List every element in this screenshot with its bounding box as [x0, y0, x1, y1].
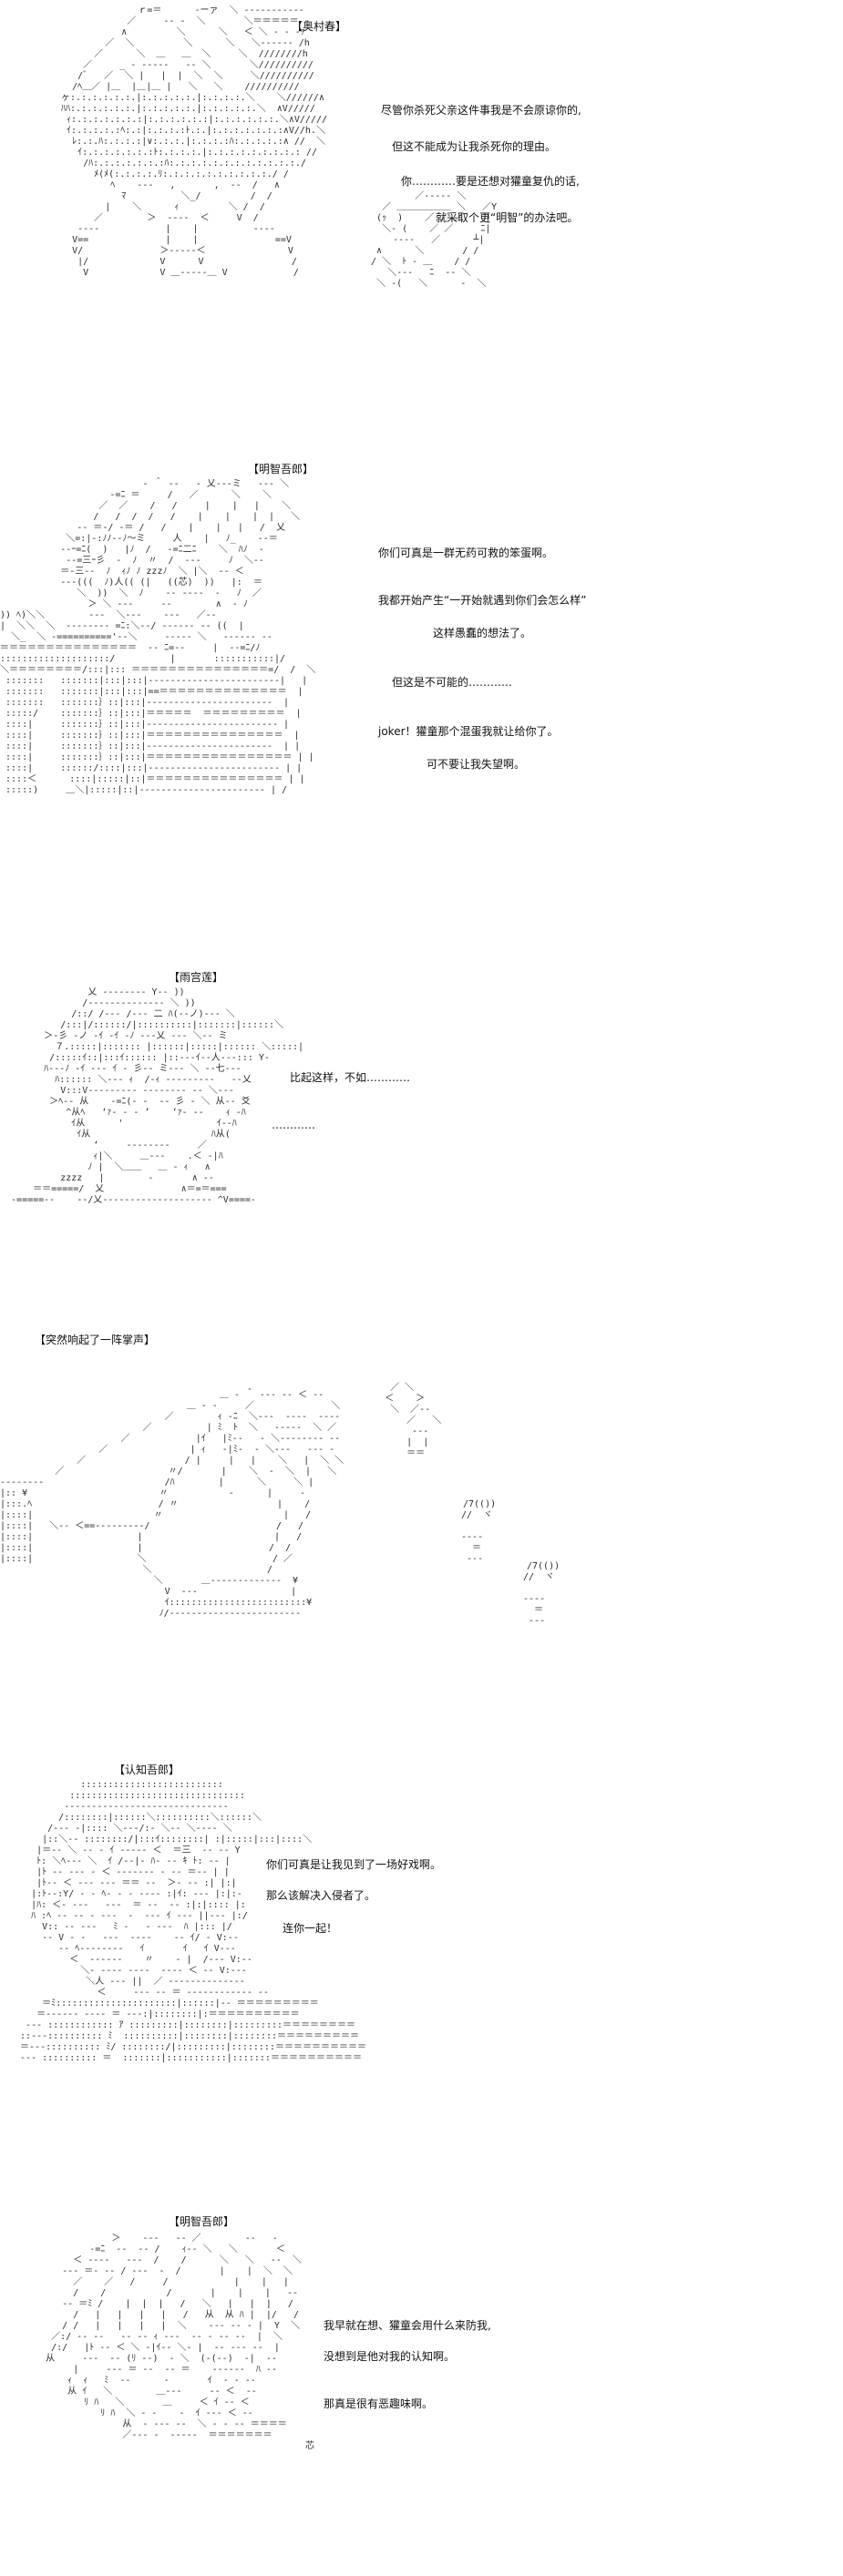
dialogue-line: 我都开始产生“一开始就遇到你们会怎么样” — [378, 594, 587, 607]
dialogue-line: 但这不能成为让我杀死你的理由。 — [392, 140, 557, 153]
speaker-tag: 【奥村春】 — [292, 20, 347, 33]
dialogue-line: 我早就在想、獾童会用什么来防我, — [324, 2319, 491, 2332]
dialogue-line: 那真是很有恶趣味啊。 — [324, 2397, 434, 2410]
clap-sound-2: /7(()) — [527, 1561, 560, 1571]
panel-applause: 【突然响起了一阵掌声】 ＿ ‐ ＾ ‐‐‐ ‐‐ ＜ ‐‐ ＿ ‐ ‐ ／ ＼ … — [0, 1328, 843, 1738]
dialogue-line: 比起这样，不如………… — [290, 1071, 411, 1084]
dialogue-line: 尽管你杀死父亲这件事我是不会原谅你的, — [381, 104, 581, 117]
dialogue-line: 你们可真是一群无药可救的笨蛋啊。 — [378, 547, 554, 559]
art-label-kokoro: 芯 — [305, 2441, 314, 2451]
ascii-art-vase: ／ ＼ ＜ ＞ ＼ ／‐‐ ／ ＼ ‐‐‐ | | ＝＝ — [385, 1383, 442, 1458]
dialogue-line: 就采取个更“明智”的办法吧。 — [436, 211, 579, 224]
ascii-art-akechi-1: ‐ ＾ ‐‐ ‐ 乂‐‐‐ミ ‐‐‐ ＼ ‐=ﾆ ＝ / ／ ＼ ＼ ／ ／ /… — [0, 479, 316, 795]
dialogue-line: joker！獾童那个混蛋我就让给你了。 — [378, 725, 559, 738]
dialogue-line: 这样愚蠢的想法了。 — [433, 627, 532, 639]
speaker-tag: 【明智吾郎】 — [169, 2215, 235, 2228]
ascii-art-akechi-2: ＞ ‐‐‐ ‐‐ ／ ‐‐ ‐ ‐=ﾆ ‐‐ ‐‐ / ｨ‐‐ ＼ ＼ ＜ ＜ … — [46, 2234, 302, 2440]
speaker-tag: 【雨宫莲】 — [169, 971, 224, 984]
dialogue-line: 你们可真是让我见到了一场好戏啊。 — [266, 1858, 442, 1871]
speaker-tag: 【突然响起了一阵掌声】 — [35, 1334, 156, 1346]
ascii-art-cognitive-akechi: :::::::::::::::::::::::::: :::::::::::::… — [20, 1780, 366, 2063]
clap-sound-1: /7(()) — [463, 1499, 497, 1509]
dialogue-line: 但这是不可能的………… — [392, 676, 513, 689]
ascii-art-amamiya: 乂 ‐‐‐‐‐‐‐‐ Y‐‐ )) /‐‐‐‐‐‐‐‐‐‐‐‐‐‐ ＼ )) /… — [11, 987, 304, 1205]
ascii-art-clapping-hand: ＿ ‐ ＾ ‐‐‐ ‐‐ ＜ ‐‐ ＿ ‐ ‐ ／ ＼ ／ ｨ ‐ﾆ ＼‐‐‐ … — [0, 1390, 344, 1619]
panel-haru: 【奥村春】 ｒ=＝ ‐ーァ ＼ ‐‐‐‐‐‐‐‐‐-‐ ／ ‐- ‐ ＼ ＼＝＝… — [0, 0, 843, 419]
dialogue-line: 你…………要是还想对獾童复仇的话, — [401, 175, 580, 188]
panel-amamiya: 【雨宫莲】 乂 ‐‐‐‐‐‐‐‐ Y‐‐ )) /‐‐‐‐‐‐‐‐‐‐‐‐‐‐ … — [0, 966, 843, 1293]
dialogue-line: 连你一起！ — [283, 1922, 338, 1935]
dialogue-line: 没想到是他对我的认知啊。 — [324, 2350, 456, 2363]
ascii-art-haru-hands: ／‐‐‐‐‐ ＼ ／ ＿＿＿＿＿＿ ＼ ／Y (ｯ ) ／ ／ ／ | ＼‐ (… — [371, 191, 498, 289]
dialogue-line: 那么该解决入侵者了。 — [266, 1889, 376, 1902]
panel-akechi-1: 【明智吾郎】 ‐ ＾ ‐‐ ‐ 乂‐‐‐ミ ‐‐‐ ＼ ‐=ﾆ ＝ / ／ ＼ … — [0, 437, 843, 966]
ascii-art-haru: ｒ=＝ ‐ーァ ＼ ‐‐‐‐‐‐‐‐‐-‐ ／ ‐- ‐ ＼ ＼＝＝＝＝＝ ‐ … — [61, 5, 327, 278]
ascii-art-clap-2: // ヾ ‐‐‐‐ ＝ ‐‐‐ — [523, 1572, 555, 1626]
speaker-tag: 【明智吾郎】 — [248, 463, 314, 475]
ascii-art-clap-1: // ヾ ‐‐‐‐ ＝ ‐‐‐ — [461, 1510, 493, 1564]
dialogue-line: 可不要让我失望啊。 — [427, 758, 526, 771]
panel-cognitive-akechi: 【认知吾郎】 :::::::::::::::::::::::::: ::::::… — [0, 1758, 843, 2204]
speaker-tag: 【认知吾郎】 — [114, 1763, 180, 1776]
dialogue-line: ………… — [272, 1119, 315, 1131]
panel-akechi-2: 【明智吾郎】 ＞ ‐‐‐ ‐‐ ／ ‐‐ ‐ ‐=ﾆ ‐‐ ‐‐ / ｨ‐‐ ＼… — [0, 2204, 843, 2576]
